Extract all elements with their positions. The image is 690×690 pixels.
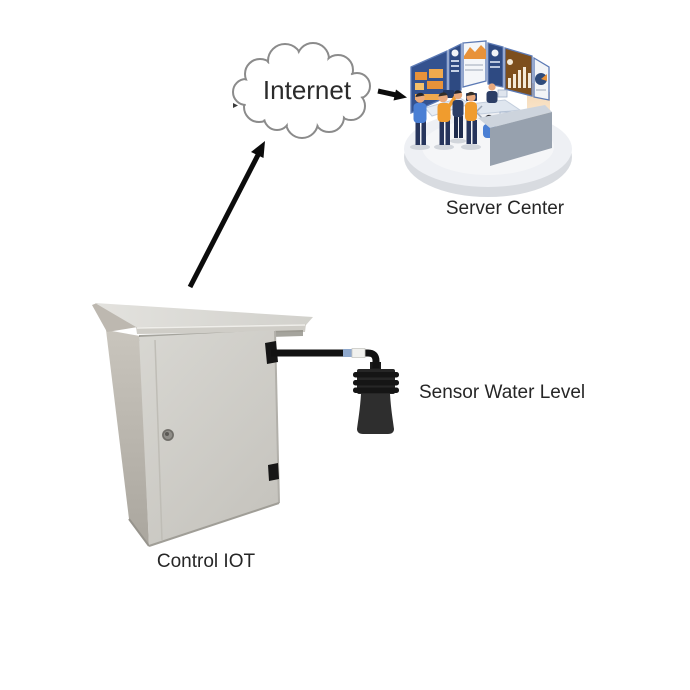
arrow-cabinet-to-cloud [187, 141, 265, 289]
cable-connector-white [351, 348, 366, 358]
arrow-cloud-to-server [377, 88, 407, 101]
sensor-water-level-label: Sensor Water Level [419, 382, 586, 403]
water-level-sensor [353, 362, 399, 434]
control-iot-label: Control IOT [156, 551, 256, 572]
sensor-body [357, 394, 394, 434]
internet-cloud [232, 42, 371, 139]
screen-contents [415, 45, 547, 100]
person-blue [413, 92, 427, 145]
roof-left-overhang [92, 303, 138, 332]
operator-counter [478, 105, 552, 166]
cable-connector-blue [343, 349, 352, 357]
person-orange [465, 91, 477, 144]
server-center-illustration [404, 40, 572, 197]
control-iot-cabinet [92, 303, 313, 547]
cabinet-door [139, 330, 279, 546]
door-hinge [268, 463, 279, 481]
door-lock [162, 429, 174, 441]
cabinet-roof [95, 303, 313, 327]
people [410, 90, 481, 150]
server-center-label: Server Center [445, 198, 565, 219]
person-navy [452, 90, 464, 138]
cabinet-side-panel [106, 330, 149, 546]
small-cursor-mark [233, 103, 238, 108]
sensor-cable [271, 348, 380, 368]
person-back-desk [486, 83, 508, 103]
internet-label: Internet [262, 75, 352, 105]
